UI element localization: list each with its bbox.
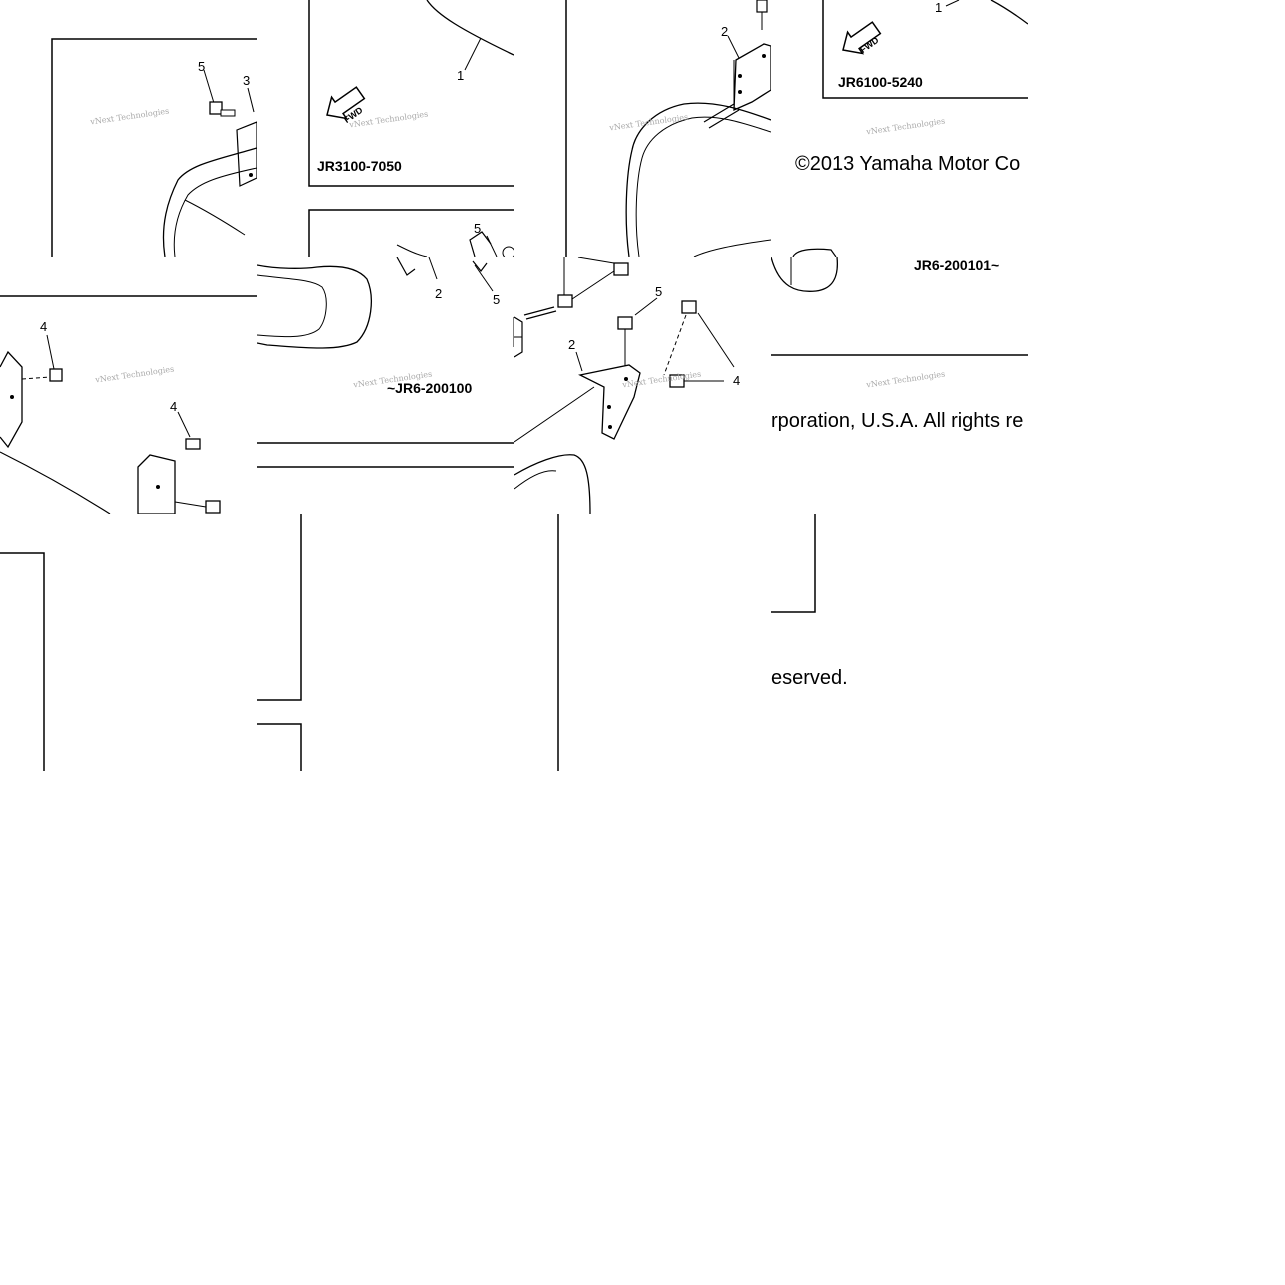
callout-4: 4 (40, 319, 48, 334)
tile-r2-c1 (257, 514, 514, 771)
tile-r2-c2 (514, 514, 771, 771)
callout-5: 5 (198, 59, 206, 74)
fwd-inset-jr3100 (308, 0, 514, 257)
tile-r2-c3: eserved. (771, 514, 1028, 771)
tile-r0-c1: 1 FWD vNext Technologies JR3100-7050 5 (257, 0, 514, 257)
tile-frame (771, 514, 816, 613)
tile-r0-c2: 2 vNext Technologies (514, 0, 771, 257)
callout-2: 2 (568, 337, 576, 352)
tile-frame (557, 514, 559, 771)
fwd-arrow-icon (326, 86, 366, 120)
tile-r0-c0: 5 3 vNext Technologies (0, 0, 257, 257)
tile-r1-c0: 4 4 vNext Technologies (0, 257, 257, 514)
bracket-bolts-drawing (0, 295, 257, 514)
tile-frame (257, 514, 302, 771)
bumper-drawing-left (51, 38, 257, 257)
copyright-part-2: rporation, U.S.A. All rights re (771, 410, 1024, 432)
code-jr3100-7050: JR3100-7050 (317, 158, 402, 174)
callout-3: 3 (243, 73, 251, 88)
code-jr6-200100: ~JR6-200100 (387, 380, 473, 396)
tile-r1-c1: 2 5 vNext Technologies ~JR6-200100 (257, 257, 514, 514)
tile-r1-c3: JR6-200101~ vNext Technologies rporation… (771, 257, 1028, 514)
code-jr6-200101: JR6-200101~ (914, 257, 1000, 273)
callout-1: 1 (935, 0, 943, 15)
tile-frame (0, 552, 45, 771)
callout-4: 4 (733, 373, 741, 388)
tile-r0-c3: 1 FWD JR6100-5240 vNext Technologies ©20… (771, 0, 1028, 257)
tile-r1-c2: 5 2 4 vNext Technologies (514, 257, 771, 514)
callout-4: 4 (170, 399, 178, 414)
callout-5: 5 (655, 284, 663, 299)
callout-2: 2 (435, 286, 443, 301)
bumper-corner-drawing (771, 257, 1028, 356)
bumper-bracket-drawing (565, 0, 771, 257)
copyright-part-1: ©2013 Yamaha Motor Co (795, 153, 1021, 175)
callout-2: 2 (721, 24, 729, 39)
fwd-arrow-icon (842, 21, 882, 55)
callout-5: 5 (474, 221, 482, 236)
copyright-part-3: eserved. (771, 667, 848, 689)
callout-5: 5 (493, 292, 501, 307)
fwd-inset-jr6100 (792, 0, 1028, 257)
bracket-assembly-drawing (514, 257, 735, 514)
bumper-end-drawing (257, 257, 514, 468)
code-jr6100-5240: JR6100-5240 (838, 74, 923, 90)
callout-1: 1 (457, 68, 465, 83)
tile-r2-c0 (0, 514, 257, 771)
